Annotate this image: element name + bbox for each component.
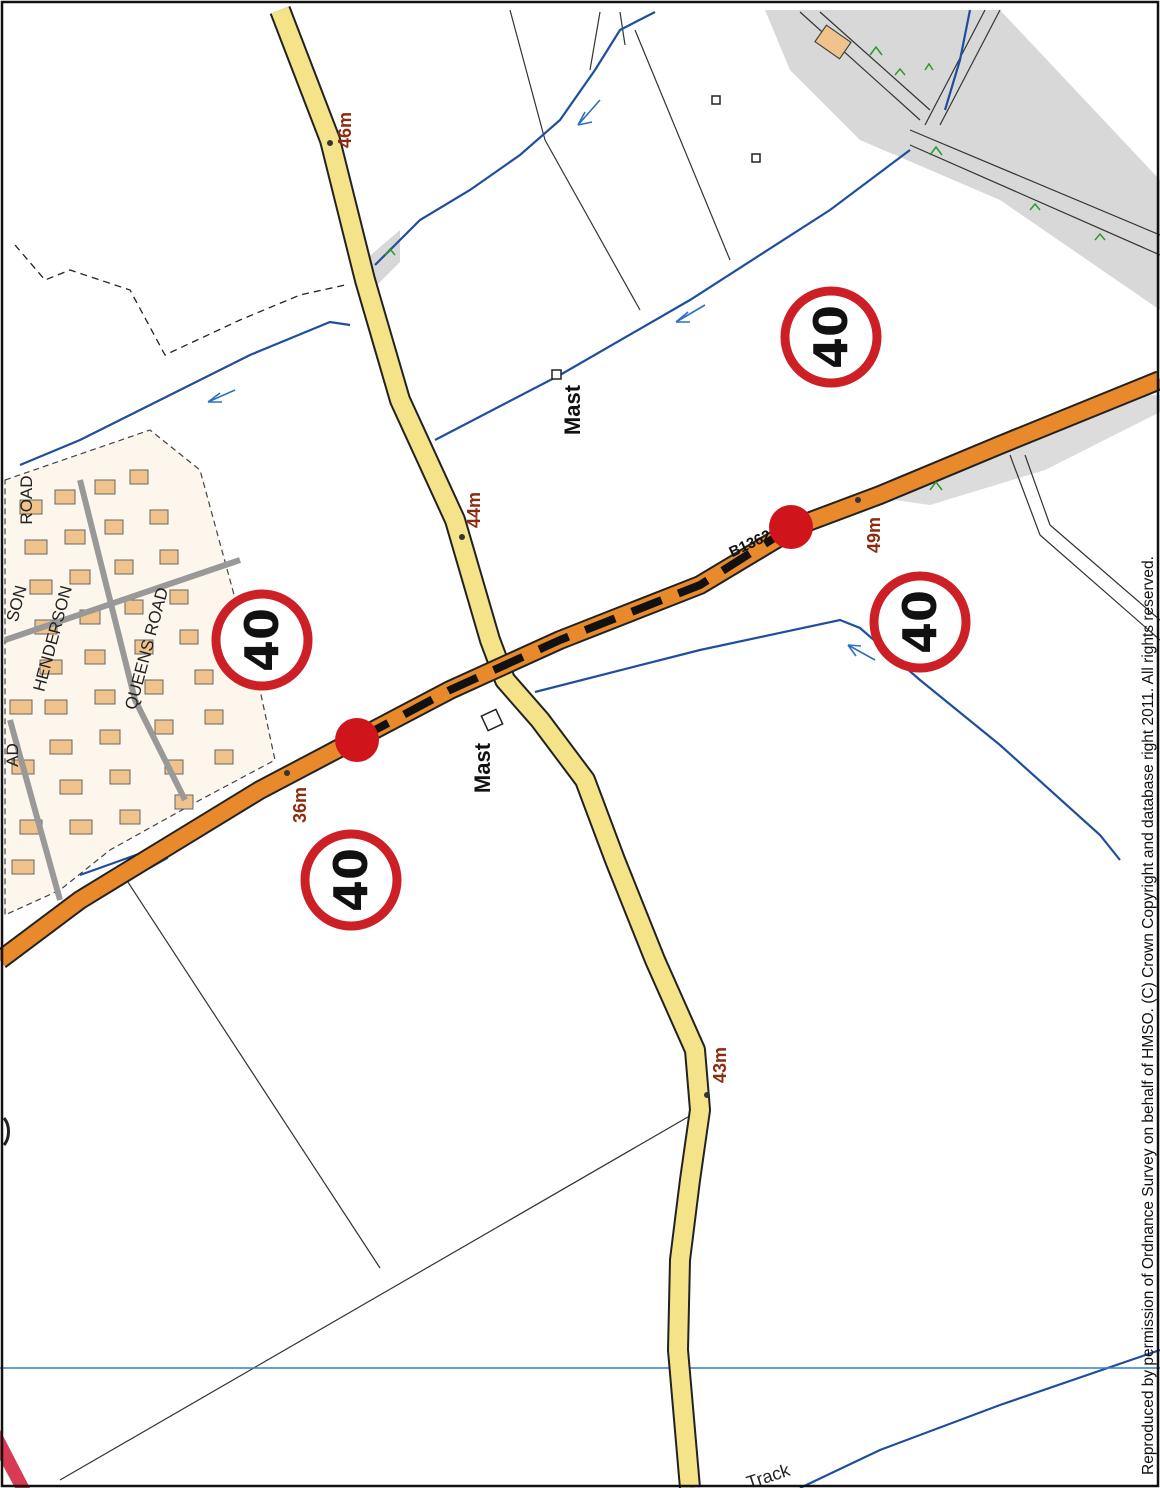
copyright-notice: Reproduced by permission of Ordnance Sur… xyxy=(1140,556,1157,1475)
height-label: 46m xyxy=(335,112,355,148)
small-building xyxy=(711,95,721,105)
mast-icon xyxy=(480,708,504,732)
mast-icon xyxy=(551,369,562,380)
housing-estate xyxy=(4,429,276,916)
speed-sign-value: 40 xyxy=(324,848,378,912)
tree-icon xyxy=(384,45,1106,491)
height-label: 43m xyxy=(710,1047,730,1083)
small-building xyxy=(751,153,761,163)
grey-land-verge xyxy=(895,395,1160,505)
speed-sign-value: 40 xyxy=(235,608,289,672)
street-label: ROAD xyxy=(17,475,36,524)
edge-mark xyxy=(2,1117,10,1146)
mast-label: Mast xyxy=(470,742,495,793)
field-boundaries xyxy=(59,9,1160,1481)
speed-limit-40-sign: 40 xyxy=(300,829,402,931)
height-label: 36m xyxy=(290,787,310,823)
street-label: AD xyxy=(3,743,22,767)
speed-sign-value: 40 xyxy=(893,590,947,654)
terminal-point-marker xyxy=(769,505,813,549)
height-points xyxy=(284,140,861,1098)
terminal-point-marker xyxy=(335,718,379,762)
farm-building xyxy=(814,24,852,60)
minor-road-fill xyxy=(271,6,709,1488)
speed-sign-value: 40 xyxy=(804,305,858,369)
height-label: 44m xyxy=(464,492,484,528)
dashed-boundary xyxy=(14,244,346,356)
height-label: 49m xyxy=(864,517,884,553)
speed-limit-40-sign: 40 xyxy=(211,589,313,691)
speed-limit-section xyxy=(358,524,793,742)
grey-land-top-right xyxy=(765,10,1160,310)
mast-label: Mast xyxy=(560,384,585,435)
speed-limit-40-sign: 40 xyxy=(869,571,971,673)
speed-limit-40-sign: 40 xyxy=(780,286,882,388)
corner-marking xyxy=(0,1430,30,1488)
